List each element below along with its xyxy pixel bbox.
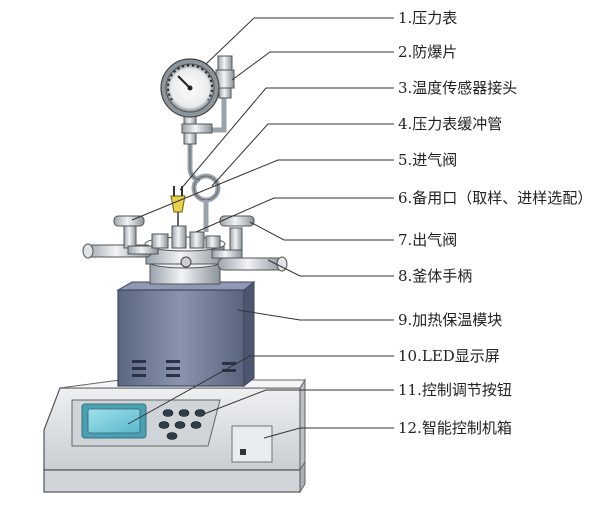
heating-module [116,280,256,388]
label-kettle-handle: 8.釜体手柄 [398,267,473,285]
label-heating-module: 9.加热保温模块 [398,311,503,329]
outlet-valve [211,215,255,259]
label-rupture-disc: 2.防爆片 [398,43,458,61]
rupture-disc [212,55,235,133]
label-pressure-gauge: 1.压力表 [398,9,458,27]
label-intake-valve: 5.进气阀 [398,151,458,169]
label-gauge-buffer-tube: 4.压力表缓冲管 [398,115,503,133]
control-buttons [158,409,206,440]
label-led-screen: 10.LED显示屏 [398,347,500,365]
top-fittings [151,225,221,268]
gauge-buffer-tube [187,142,221,232]
label-outlet-valve: 7.出气阀 [398,231,458,249]
led-screen [81,403,147,439]
pressure-gauge [160,58,220,145]
label-control-buttons: 11.控制调节按钮 [398,381,512,399]
temperature-sensor-connector [170,186,186,226]
label-spare-port: 6.备用口（取样、进样选配） [398,189,593,207]
label-temperature-sensor-connector: 3.温度传感器接头 [398,79,518,97]
label-control-cabinet: 12.智能控制机箱 [398,419,512,437]
leader-lines [127,17,394,439]
